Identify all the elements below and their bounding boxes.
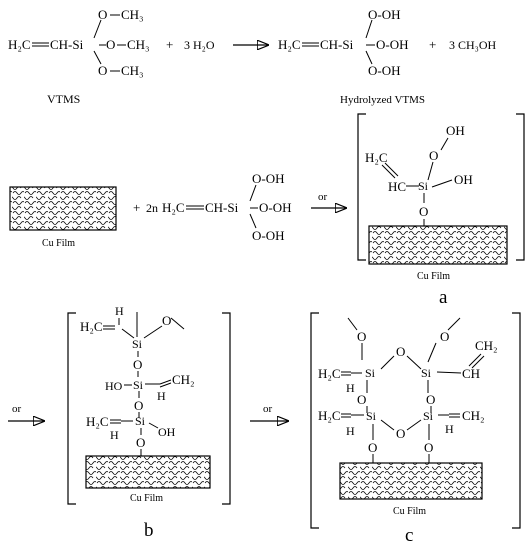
or-label-3: or bbox=[263, 403, 273, 415]
si-bottom-right: Si bbox=[423, 409, 434, 423]
ch-si-label: CH-Si bbox=[205, 200, 239, 215]
h-left-2: H bbox=[346, 424, 355, 438]
bracket-right bbox=[512, 312, 521, 529]
vtms-structure: H₂C CH-Si O CH₃ O CH₃ O CH₃ bbox=[8, 7, 150, 78]
bracket-right bbox=[222, 312, 231, 505]
hydroxyl-right: OH bbox=[454, 172, 473, 187]
si-atom-3: Si bbox=[135, 414, 146, 428]
h2c-left-2: H₂C bbox=[318, 408, 341, 423]
plus-sign-1: + bbox=[166, 37, 173, 52]
methoxy-o-top: O bbox=[98, 7, 107, 22]
o-link-1: O bbox=[133, 357, 142, 372]
panel-label-a: a bbox=[439, 287, 448, 308]
hydroxyl-top: O-OH bbox=[252, 171, 285, 186]
o-bridge-left: O bbox=[357, 392, 366, 407]
si-atom: Si bbox=[418, 179, 429, 193]
si-atom-2: Si bbox=[133, 378, 144, 392]
ch-si-label: CH-Si bbox=[50, 37, 84, 52]
peroxy-o: O bbox=[429, 148, 438, 163]
methoxy-o-left: O bbox=[357, 329, 366, 344]
si-top-left: Si bbox=[365, 366, 376, 380]
hydroxyl-oh: OH bbox=[158, 425, 176, 439]
hydroxyl-bot: O-OH bbox=[252, 228, 285, 243]
o-bridge-top: O bbox=[396, 344, 405, 359]
bracket-left bbox=[357, 113, 366, 261]
ch-right: CH bbox=[462, 366, 480, 381]
product-c: or O O CH₂ H₂C Si O Si CH H O O H₂C S bbox=[250, 312, 521, 546]
si-bottom-left: Si bbox=[366, 409, 377, 423]
o-link-2: O bbox=[134, 398, 143, 413]
h-top: H bbox=[115, 304, 124, 318]
cu-film-block bbox=[339, 462, 483, 500]
hydroxyl-top: O-OH bbox=[368, 7, 401, 22]
or-label-2: or bbox=[12, 403, 22, 415]
o-bridge-bottom: O bbox=[396, 426, 405, 441]
silane-reagent: 2n H₂C CH-Si O-OH O-OH O-OH bbox=[146, 171, 292, 243]
hydrolyzed-vtms-structure: H₂C CH-Si O-OH O-OH O-OH bbox=[278, 7, 409, 78]
o-film-1: O bbox=[368, 440, 377, 455]
methoxy-o-right: O bbox=[440, 329, 449, 344]
plus-sign-3: + bbox=[133, 200, 140, 215]
methoxy-o-mid: O bbox=[106, 37, 115, 52]
cu-film-label: Cu Film bbox=[393, 506, 426, 517]
h2c-top: H₂C bbox=[80, 319, 103, 334]
hydroxyl-top: OH bbox=[446, 123, 465, 138]
vinyl-h2c: H₂C bbox=[365, 150, 388, 165]
h2c-bot: H₂C bbox=[86, 414, 109, 429]
hydrolyzed-vtms-label: Hydrolyzed VTMS bbox=[340, 94, 425, 106]
cu-film-label: Cu Film bbox=[417, 271, 450, 282]
reaction1: H₂C CH-Si O CH₃ O CH₃ O CH₃ + 3 H₂O H₂C … bbox=[8, 7, 497, 106]
hydroxyl-mid: O-OH bbox=[259, 200, 292, 215]
o-film-2: O bbox=[424, 440, 433, 455]
hydroxyl-ho: HO bbox=[105, 379, 123, 393]
hydroxyl-bot: O-OH bbox=[368, 63, 401, 78]
cu-film-label: Cu Film bbox=[130, 493, 163, 504]
o-film: O bbox=[136, 435, 145, 450]
bracket-left bbox=[67, 312, 76, 505]
ch-si-label: CH-Si bbox=[320, 37, 354, 52]
o-link: O bbox=[419, 204, 428, 219]
methoxy-o: O bbox=[162, 313, 171, 328]
methoxy-o-bot: O bbox=[98, 63, 107, 78]
cu-film-block bbox=[85, 455, 211, 489]
ch2-right: CH₂ bbox=[462, 408, 485, 423]
reaction2: Cu Film + 2n H₂C CH-Si O-OH O-OH O-OH or bbox=[9, 171, 346, 249]
or-label-1: or bbox=[318, 191, 328, 203]
h2c-left-1: H₂C bbox=[318, 366, 341, 381]
vinyl-h2c: H₂C bbox=[162, 200, 185, 215]
cu-film-block bbox=[9, 186, 117, 231]
methyl-mid: CH₃ bbox=[127, 37, 150, 52]
h-left-1: H bbox=[346, 381, 355, 395]
h-right-2: H bbox=[445, 422, 454, 436]
panel-label-c: c bbox=[405, 525, 413, 546]
vinyl-h2c: H₂C bbox=[8, 37, 31, 52]
methyl-bot: CH₃ bbox=[121, 63, 144, 78]
h-bot: H bbox=[110, 428, 119, 442]
hydroxyl-mid: O-OH bbox=[376, 37, 409, 52]
methine-hc: HC bbox=[388, 179, 406, 194]
panel-label-b: b bbox=[144, 520, 154, 541]
methanol-product: 3 CH₃OH bbox=[449, 38, 497, 52]
water-reagent: 3 H₂O bbox=[184, 38, 215, 52]
h-mid: H bbox=[157, 389, 166, 403]
vinyl-h2c: H₂C bbox=[278, 37, 301, 52]
product-a: H₂C HC Si O OH OH O Cu Film a bbox=[357, 113, 525, 308]
plus-sign-2: + bbox=[429, 37, 436, 52]
coefficient: 2n bbox=[146, 201, 158, 215]
methyl-top: CH₃ bbox=[121, 7, 144, 22]
si-top-right: Si bbox=[421, 366, 432, 380]
si-atom-1: Si bbox=[132, 337, 143, 351]
bracket-left bbox=[310, 312, 319, 529]
vtms-label: VTMS bbox=[47, 92, 80, 106]
cu-film-label: Cu Film bbox=[42, 238, 75, 249]
ch2-mid: CH₂ bbox=[172, 372, 195, 387]
product-b: or H H₂C Si O O HO Si CH₂ H O H₂C Si bbox=[8, 304, 231, 541]
cu-film-block bbox=[368, 225, 508, 265]
ch2-top: CH₂ bbox=[475, 338, 498, 353]
bracket-right bbox=[516, 113, 525, 261]
o-bridge-right: O bbox=[426, 392, 435, 407]
